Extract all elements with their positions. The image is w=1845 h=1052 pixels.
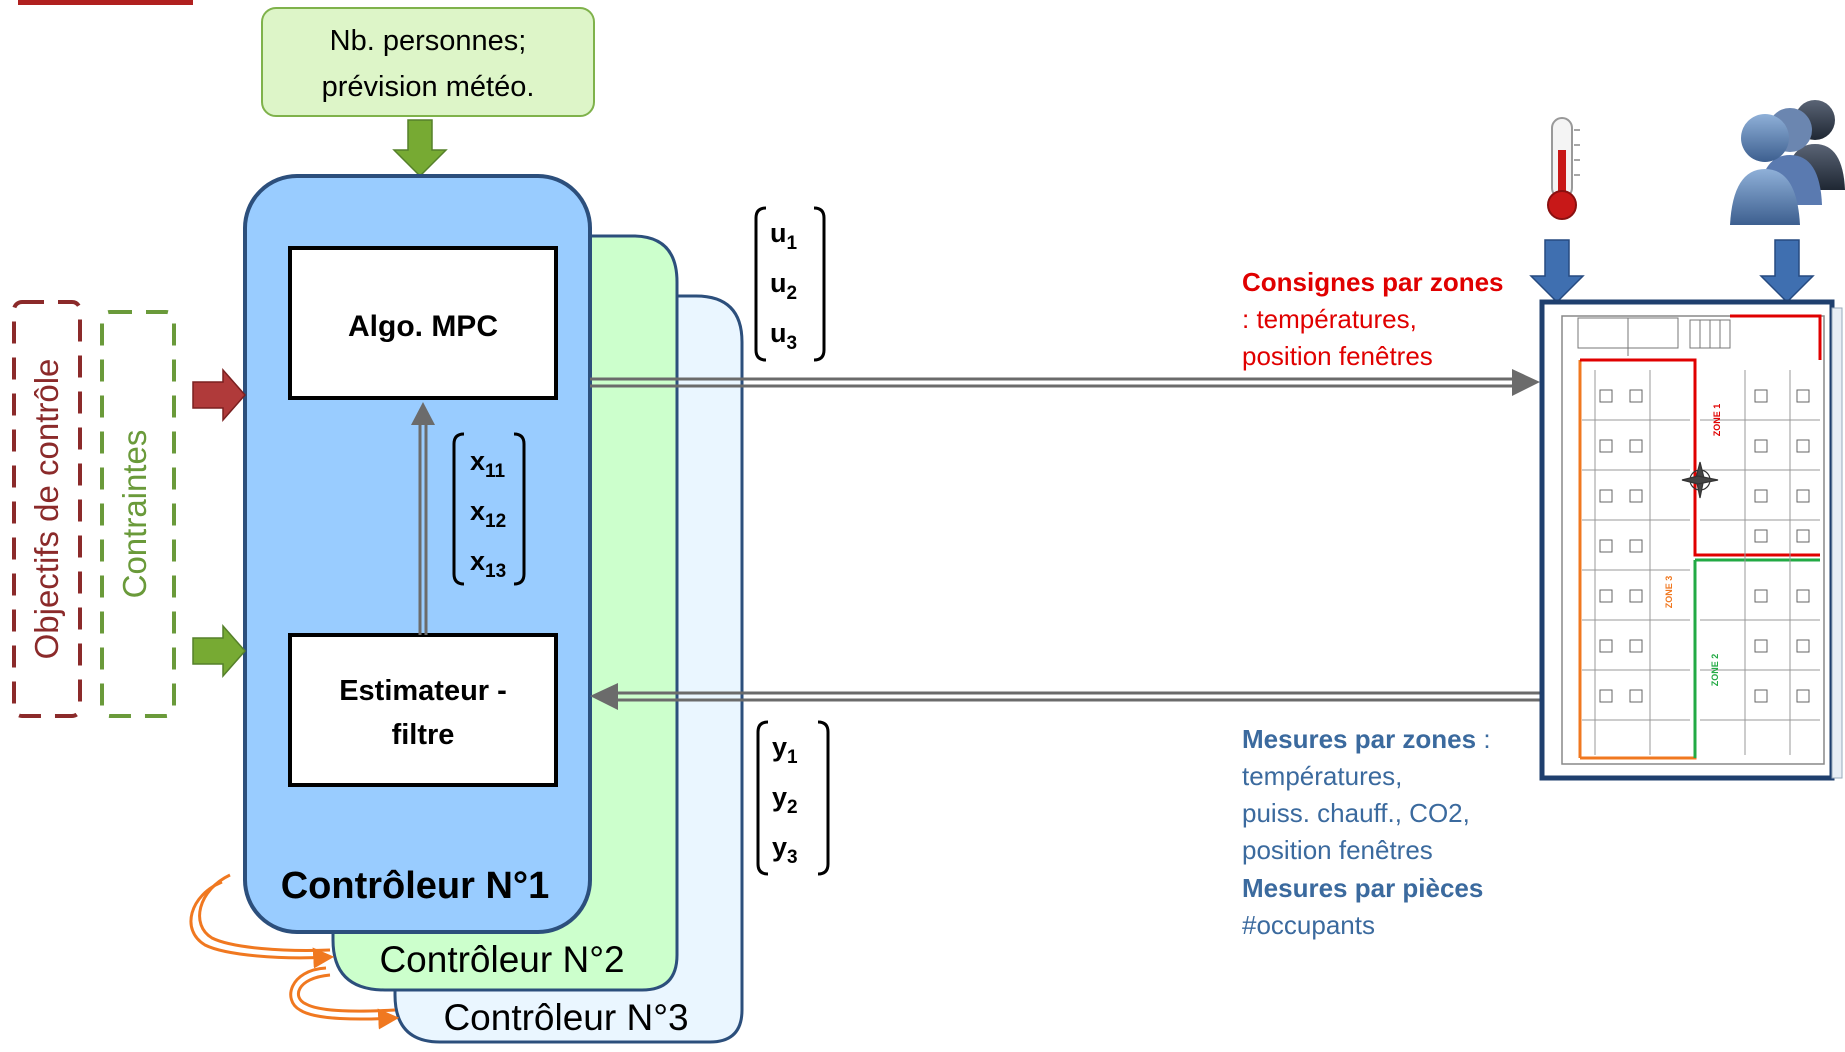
top-input-arrow	[392, 119, 448, 178]
constraints-box: Contraintes	[100, 310, 176, 718]
u-vector-item-3: u3	[770, 318, 797, 354]
mesures-text: Mesures par zones : températures, puiss.…	[1242, 724, 1491, 940]
mpc-label: Algo. MPC	[348, 310, 498, 343]
thermometer-icon	[1547, 117, 1580, 220]
u-vector-item-2: u2	[770, 268, 797, 304]
objectives-arrow	[192, 368, 246, 422]
y-vector: y1 y2 y3	[756, 720, 830, 876]
mpc-block: Algo. MPC	[288, 246, 558, 400]
u-vector: u1 u2 u3	[754, 206, 826, 362]
consignes-title: Consignes par zones	[1242, 267, 1504, 297]
objectives-box: Objectifs de contrôle	[12, 300, 82, 718]
compass-icon	[1681, 461, 1719, 499]
estimator-to-mpc-arrow	[411, 402, 435, 635]
x-vector: x11 x12 x13	[452, 432, 526, 586]
constraints-arrow	[192, 624, 246, 678]
consignes-line1: : températures,	[1242, 304, 1417, 334]
temperature-input-arrow	[1529, 239, 1585, 304]
objectives-label: Objectifs de contrôle	[28, 359, 65, 660]
inter-controller-arrows	[189, 873, 400, 1030]
mesures-line1: températures,	[1242, 761, 1402, 791]
controller-3-label: Contrôleur N°3	[443, 997, 688, 1038]
occupancy-input-arrow	[1759, 239, 1815, 304]
x-vector-item-1: x11	[470, 446, 506, 482]
zone-2-label: ZONE 2	[1710, 654, 1720, 687]
mesures-line2: puiss. chauff., CO2,	[1242, 798, 1470, 828]
measurement-arrow	[590, 683, 1540, 710]
zone-3-label: ZONE 3	[1664, 576, 1674, 609]
controller-1-label: Contrôleur N°1	[281, 865, 550, 907]
y-vector-item-1: y1	[772, 732, 798, 768]
top-input-line1: Nb. personnes;	[330, 25, 527, 57]
constraints-label: Contraintes	[116, 430, 153, 599]
consignes-line2: position fenêtres	[1242, 341, 1433, 371]
x-vector-item-3: x13	[470, 546, 506, 582]
y-vector-item-3: y3	[772, 832, 798, 868]
top-input-box: Nb. personnes; prévision météo.	[261, 7, 595, 117]
mesures-title-line: Mesures par zones :	[1242, 724, 1491, 754]
u-vector-item-1: u1	[770, 218, 798, 254]
y-vector-item-2: y2	[772, 782, 798, 818]
estimator-block: Estimateur - filtre	[288, 633, 558, 787]
estimator-line2: filtre	[392, 719, 455, 751]
estimator-line1: Estimateur -	[339, 675, 507, 707]
consignes-text: Consignes par zones : températures, posi…	[1242, 267, 1504, 371]
x-vector-item-2: x12	[470, 496, 506, 532]
floor-plan: ZONE 1 ZONE 2 ZONE 3	[1539, 299, 1843, 781]
command-arrow	[590, 369, 1540, 396]
top-input-line2: prévision météo.	[322, 71, 535, 103]
mesures-line3: position fenêtres	[1242, 835, 1433, 865]
pieces-title: Mesures par pièces	[1242, 873, 1483, 903]
zone-1-label: ZONE 1	[1712, 404, 1722, 437]
title-accent-bar	[18, 0, 193, 5]
controller-2-label: Contrôleur N°2	[379, 939, 624, 980]
pieces-line1: #occupants	[1242, 910, 1375, 940]
users-icon	[1730, 100, 1845, 225]
